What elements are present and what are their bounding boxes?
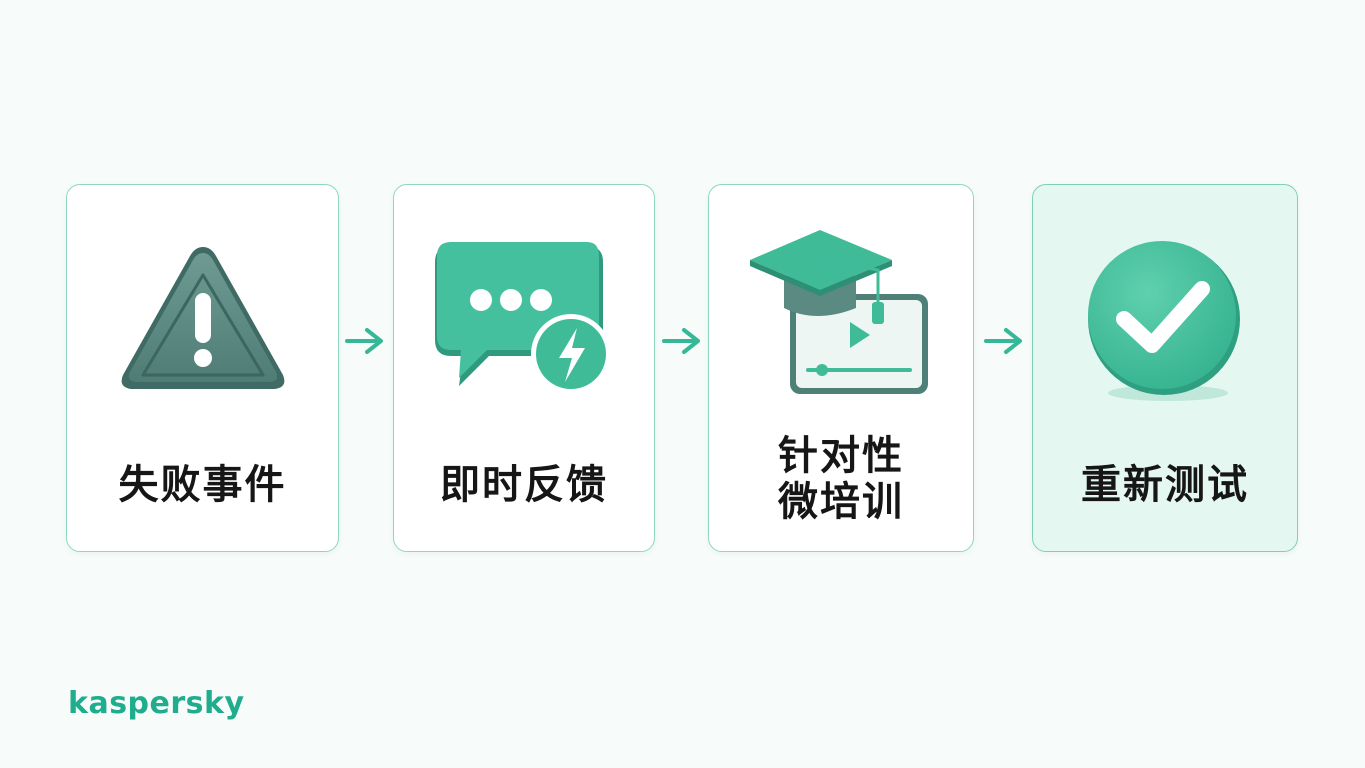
step-label: 针对性 微培训 bbox=[778, 433, 904, 525]
step-label: 重新测试 bbox=[1081, 462, 1249, 508]
check-circle-icon bbox=[1033, 225, 1297, 415]
kaspersky-logo: kaspersky bbox=[68, 686, 245, 721]
warning-triangle-icon bbox=[67, 225, 338, 415]
arrow-right-icon bbox=[984, 328, 1022, 354]
step-card-micro-training: 针对性 微培训 bbox=[708, 184, 974, 552]
step-card-retest: 重新测试 bbox=[1032, 184, 1298, 552]
step-label: 失败事件 bbox=[118, 462, 287, 508]
graduation-cap-video-icon bbox=[709, 215, 973, 405]
arrow-right-icon bbox=[345, 328, 383, 354]
step-label: 即时反馈 bbox=[440, 462, 608, 508]
chat-bubble-lightning-icon bbox=[394, 225, 654, 415]
step-card-instant-feedback: 即时反馈 bbox=[393, 184, 655, 552]
arrow-right-icon bbox=[662, 328, 700, 354]
step-card-failure-event: 失败事件 bbox=[66, 184, 339, 552]
